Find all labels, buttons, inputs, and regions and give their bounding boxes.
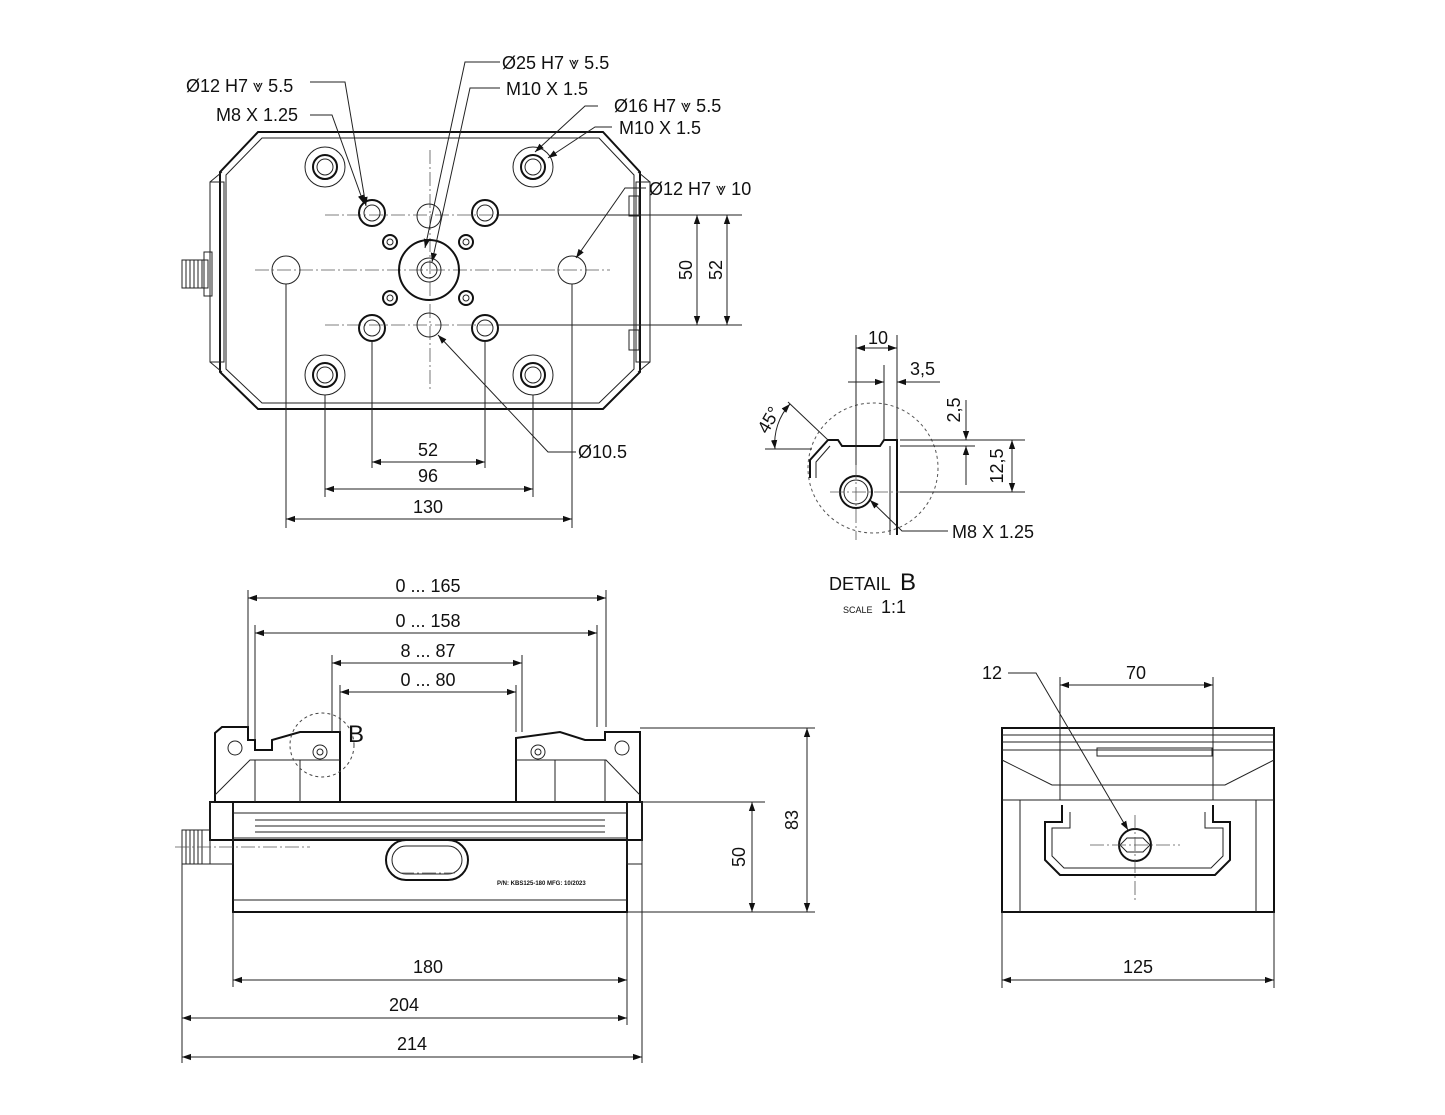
threaded-hole — [471, 314, 499, 342]
pin-hole — [416, 203, 442, 229]
vise-body — [232, 801, 628, 913]
dim-range-0-80: 0 ... 80 — [400, 670, 455, 690]
grip-slot — [385, 839, 469, 881]
left-jaw — [214, 726, 341, 803]
dim-50-vertical: 50 — [676, 260, 696, 280]
callout-bore-12-left: Ø12 H7 ⩔ 5.5 — [186, 76, 293, 96]
side-body — [1001, 727, 1275, 913]
dim-height-83: 83 — [782, 810, 802, 830]
dim-detail-45-degrees: 45° — [753, 403, 784, 437]
detail-marker-b: B — [348, 721, 364, 748]
spindle-stub — [181, 259, 209, 289]
cap-screw — [458, 290, 474, 306]
vise-base-upper — [209, 801, 643, 841]
dim-side-125: 125 — [1123, 957, 1153, 977]
dim-52-horizontal: 52 — [418, 440, 438, 460]
dim-range-0-158: 0 ... 158 — [395, 611, 460, 631]
front-view: P/N: KBS125-180 MFG: 10/2023 B 0 ... 165… — [175, 576, 815, 1063]
threaded-hole — [358, 314, 386, 342]
callout-detail-thread: M8 X 1.25 — [952, 522, 1034, 542]
dim-width-214: 214 — [397, 1034, 427, 1054]
callout-bore-25: Ø25 H7 ⩔ 5.5 — [502, 53, 609, 73]
counterbore-hole — [512, 354, 554, 396]
counterbore-hole — [304, 354, 346, 396]
counterbore-hole — [512, 146, 554, 188]
top-plate-outline — [219, 131, 641, 410]
side-view: 12 70 125 — [982, 663, 1275, 988]
pin-hole — [416, 312, 442, 338]
dim-height-50: 50 — [729, 847, 749, 867]
cap-screw — [382, 290, 398, 306]
dim-detail-10: 10 — [868, 328, 888, 348]
callout-thread-m8: M8 X 1.25 — [216, 105, 298, 125]
cap-screw — [458, 234, 474, 250]
detail-scale-word: SCALE — [843, 605, 873, 615]
part-number-plate: P/N: KBS125-180 MFG: 10/2023 — [497, 881, 586, 887]
callout-bore-16: Ø16 H7 ⩔ 5.5 — [614, 96, 721, 116]
dim-130: 130 — [413, 497, 443, 517]
right-jaw — [515, 730, 641, 803]
top-view: Ø12 H7 ⩔ 5.5 M8 X 1.25 Ø25 H7 ⩔ 5.5 M10 … — [181, 53, 751, 528]
dim-96: 96 — [418, 466, 438, 486]
counterbore-hole — [304, 146, 346, 188]
detail-title-word: DETAIL — [829, 574, 891, 594]
callout-bore-12-right: Ø12 H7 ⩔ 10 — [649, 179, 751, 199]
dim-detail-12-5: 12,5 — [987, 448, 1007, 483]
detail-title-letter: B — [900, 569, 916, 596]
threaded-hole — [358, 199, 386, 227]
dim-range-8-87: 8 ... 87 — [400, 641, 455, 661]
dim-side-12: 12 — [982, 663, 1002, 683]
dim-side-70: 70 — [1126, 663, 1146, 683]
callout-hole-10-5: Ø10.5 — [578, 442, 627, 462]
callout-thread-m10-top: M10 X 1.5 — [506, 79, 588, 99]
dim-width-180: 180 — [413, 957, 443, 977]
detail-scale-value: 1:1 — [881, 597, 906, 617]
dim-detail-2-5: 2,5 — [944, 397, 964, 422]
dim-detail-3-5: 3,5 — [910, 359, 935, 379]
callout-thread-m10-corner: M10 X 1.5 — [619, 118, 701, 138]
dim-52-vertical: 52 — [706, 260, 726, 280]
threaded-hole — [471, 199, 499, 227]
cap-screw — [382, 234, 398, 250]
detail-b: 10 3,5 2,5 12,5 45° M8 X 1.25 DETAIL B S… — [753, 328, 1034, 617]
t-slot-cavity — [1044, 805, 1231, 876]
dim-width-204: 204 — [389, 995, 419, 1015]
dim-range-0-165: 0 ... 165 — [395, 576, 460, 596]
